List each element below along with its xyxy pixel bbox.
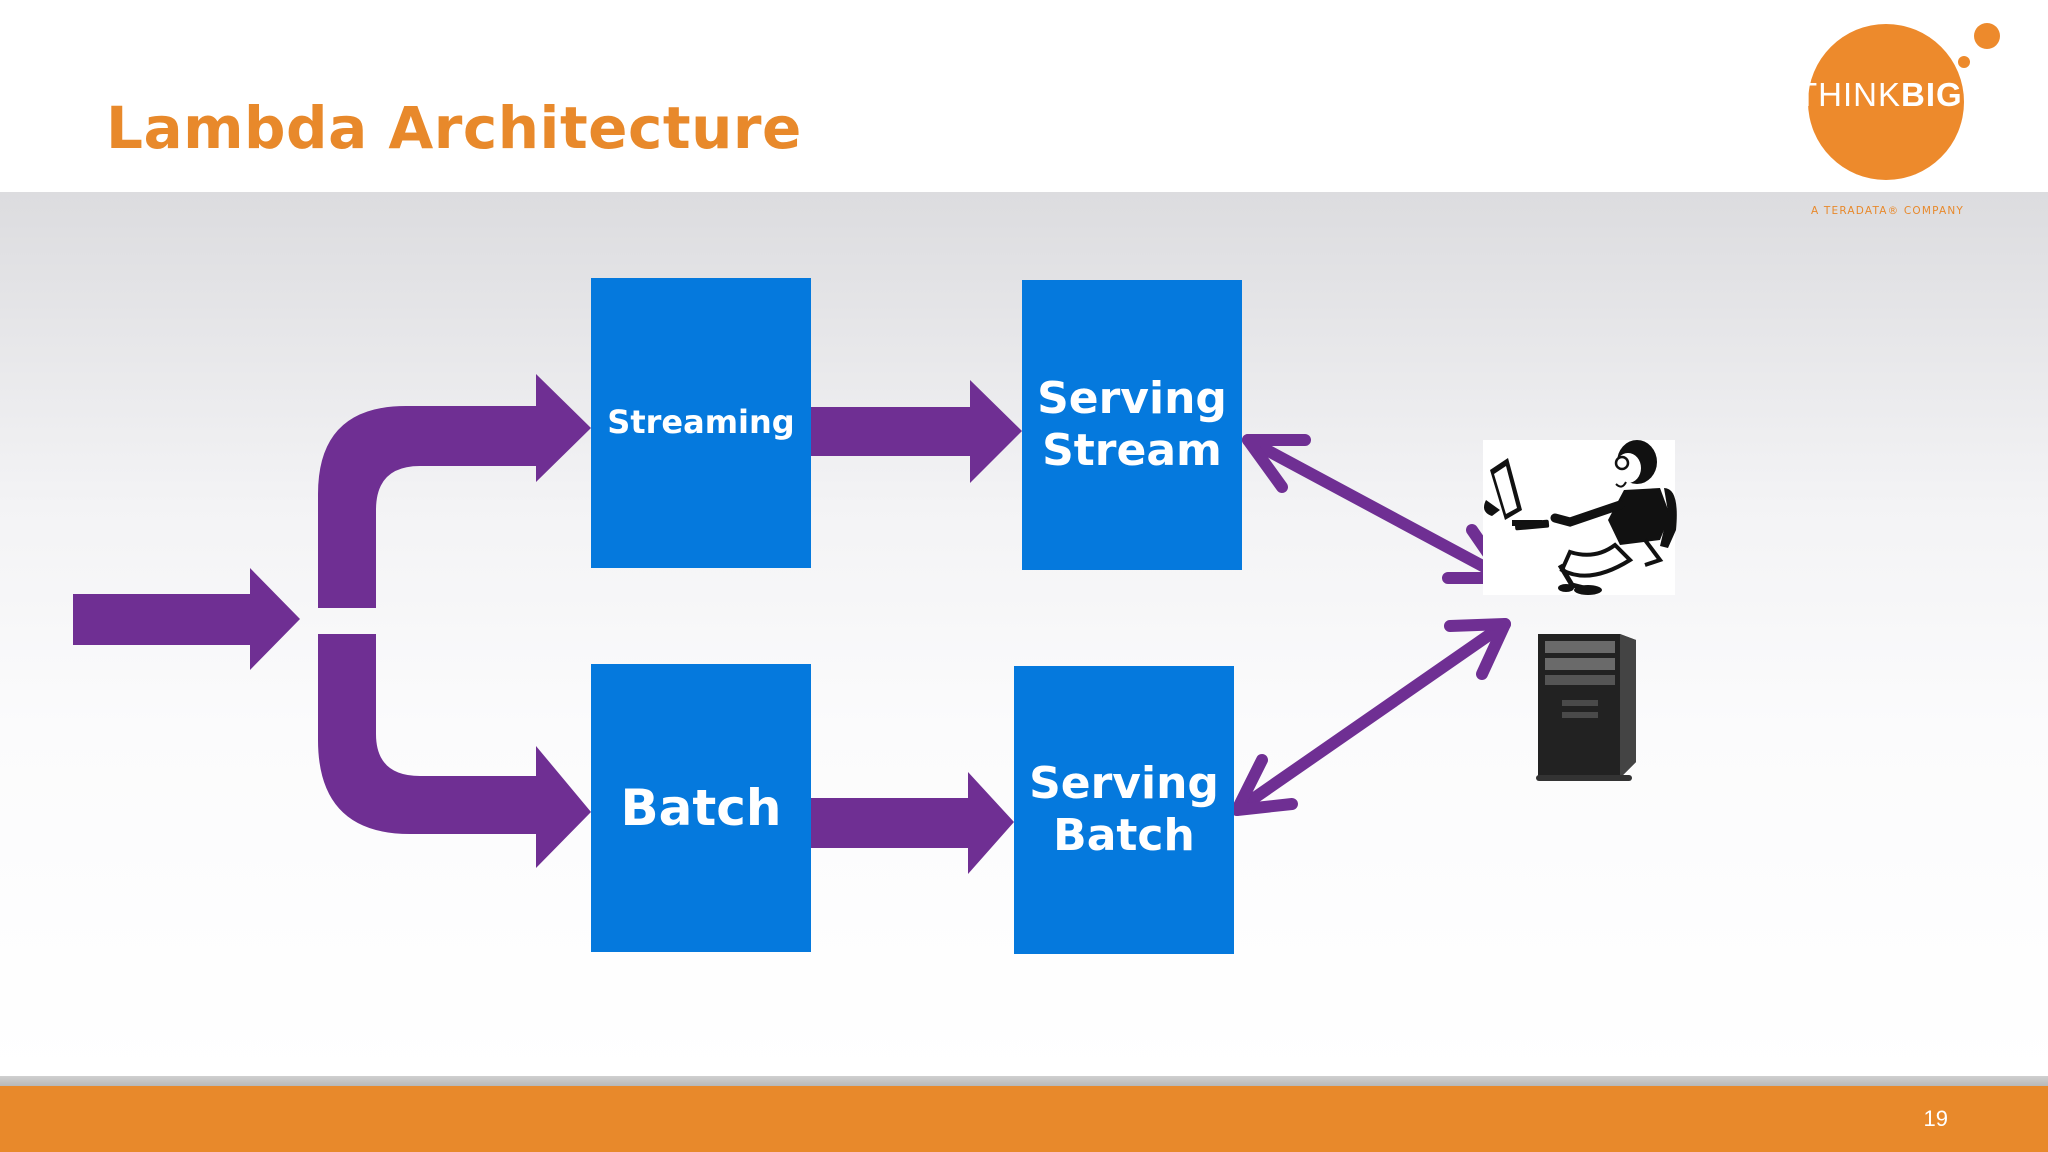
footer-shadow [0,1076,2048,1086]
batch-box: Batch [591,664,811,952]
serving-stream-box: Serving Stream [1022,280,1242,570]
streaming-box: Streaming [591,278,811,568]
upper-branch-arrow [318,374,591,608]
serving-batch-box: Serving Batch [1014,666,1234,954]
title-bar: Lambda Architecture [0,0,2048,192]
logo-big-text: BIG [1901,76,1963,113]
lower-branch-arrow [318,634,591,868]
footer-bar: 19 [0,1086,2048,1152]
thinkbig-logo: THINKBIG [1797,23,2000,180]
logo-tagline: A TERADATA® COMPANY [1810,205,1965,217]
svg-text:THINKBIG: THINKBIG [1797,76,1963,113]
user-at-computer-icon [1483,440,1677,595]
serving-batch-server-arrow [1231,618,1511,816]
page-number: 19 [1923,1106,1948,1131]
input-arrow [73,568,300,670]
batch-to-serving-batch-arrow [811,772,1014,874]
logo-think-text: THINK [1797,76,1901,113]
slide-title: Lambda Architecture [106,94,802,162]
serving-stream-user-arrow [1242,434,1511,584]
streaming-to-serving-stream-arrow [811,380,1022,483]
server-tower-icon [1536,634,1636,781]
